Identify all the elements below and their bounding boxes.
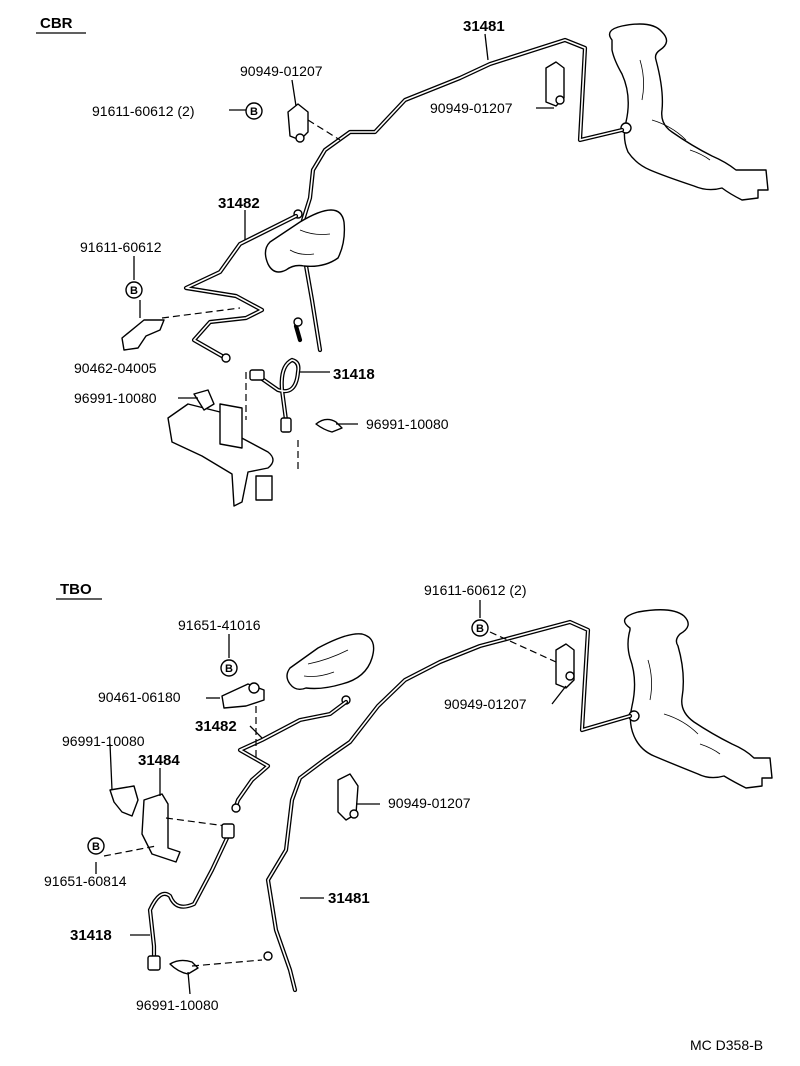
bolt-mark-bottom-1: B [471, 619, 489, 637]
section-label-tbo: TBO [60, 581, 92, 598]
label-clamp-mid-bottom: 90949-01207 [388, 795, 471, 811]
svg-text:B: B [250, 106, 258, 118]
label-clamp-small-bottom: 90461-06180 [98, 689, 181, 705]
bolt-mark-top-2: B [125, 281, 143, 299]
leaders-top [133, 33, 554, 425]
label-clamp-right-bottom: 90949-01207 [444, 696, 527, 712]
clip-upper-bottom [109, 785, 139, 817]
diagram-code: MC D358-B [690, 1037, 763, 1053]
clamp-small-bottom [221, 682, 265, 709]
tbo-section: TBO [44, 581, 773, 1013]
label-bolt-left-top: 91611-60612 [80, 239, 162, 255]
label-clamp-right-top: 90949-01207 [430, 100, 513, 116]
label-31482-bottom: 31482 [195, 718, 237, 735]
svg-text:B: B [130, 285, 138, 297]
cbr-section: CBR [36, 15, 769, 507]
pipe-31481-top [297, 37, 625, 353]
label-31484: 31484 [138, 752, 180, 769]
master-cylinder-top [608, 23, 769, 201]
dash-bolt-bracket [103, 845, 157, 857]
label-clip-right-top: 96991-10080 [366, 416, 449, 432]
label-bolt-bracket-bottom: 91651-60814 [44, 873, 127, 889]
pedal-bracket-top [167, 389, 274, 507]
label-bolt-top-bottom: 91611-60612 (2) [424, 582, 526, 598]
section-label-cbr: CBR [40, 15, 73, 32]
label-bolt-upper-top: 91611-60612 (2) [92, 103, 194, 119]
bolt-mark-bottom-2: B [220, 659, 238, 677]
slave-cylinder-top [264, 209, 346, 273]
label-31482-top: 31482 [218, 195, 260, 212]
label-clip-lower-bottom: 96991-10080 [136, 997, 219, 1013]
bolt-mark-bottom-3: B [87, 837, 105, 855]
master-cylinder-bottom [623, 609, 773, 789]
label-bolt-clamp-bottom: 91651-41016 [178, 617, 261, 633]
slave-cylinder-bottom [286, 633, 375, 705]
svg-text:B: B [92, 841, 100, 853]
leaders-bottom [95, 600, 567, 995]
label-31481-bottom: 31481 [328, 890, 370, 907]
pipe-31481-bottom [265, 619, 633, 993]
label-31418-top: 31418 [333, 366, 375, 383]
pipe-31482-bottom [231, 699, 349, 813]
pipe-31482-top [183, 213, 299, 363]
clamp-upper-top [287, 103, 341, 143]
bolt-mark-top-1: B [245, 102, 263, 120]
label-31418-bottom: 31418 [70, 927, 112, 944]
clamp-mid-bottom [337, 773, 359, 821]
label-31481-top: 31481 [463, 18, 505, 35]
svg-text:B: B [225, 663, 233, 675]
bracket-top [121, 307, 241, 351]
label-clip-left-top: 96991-10080 [74, 390, 157, 406]
label-clamp-upper-top: 90949-01207 [240, 63, 323, 79]
label-clip-upper-bottom: 96991-10080 [62, 733, 145, 749]
clip-right-top [315, 418, 343, 433]
label-bracket-top: 90462-04005 [74, 360, 157, 376]
clamp-right-bottom [489, 631, 575, 689]
clamp-right-top [545, 61, 565, 107]
hose-31418-bottom [147, 823, 235, 971]
bracket-31484 [141, 793, 227, 863]
svg-text:B: B [476, 623, 484, 635]
clip-lower-bottom [169, 951, 273, 975]
hose-31418-top [245, 317, 303, 470]
